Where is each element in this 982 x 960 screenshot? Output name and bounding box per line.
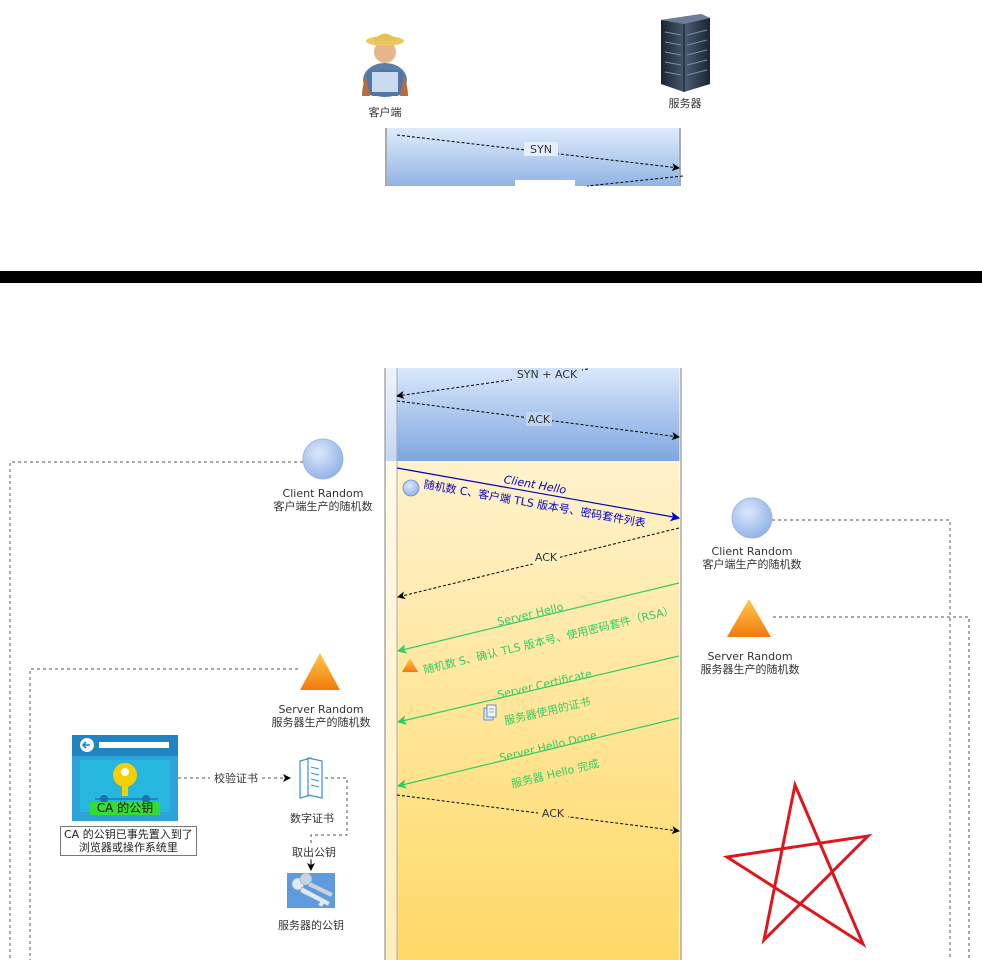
ack-label: ACK (527, 413, 551, 426)
digital-cert-icon (299, 757, 323, 799)
left-client-random-sub: 客户端生产的随机数 (273, 500, 373, 513)
ack-1-label: ACK (534, 551, 558, 564)
server-label: 服务器 (668, 97, 702, 110)
top-panel (362, 14, 710, 187)
section-divider (0, 271, 982, 283)
client-person-icon (362, 33, 408, 97)
server-pubkey-icon (287, 872, 335, 908)
verify-cert-label: 校验证书 (214, 772, 258, 785)
digital-cert-label: 数字证书 (290, 812, 334, 825)
right-server-random-sub: 服务器生产的随机数 (700, 663, 800, 676)
ca-note-line2: 浏览器或操作系统里 (78, 841, 178, 854)
right-client-random-sub: 客户端生产的随机数 (702, 558, 802, 571)
ack-2-label: ACK (541, 807, 565, 820)
ca-note: CA 的公钥已事先置入到了 浏览器或操作系统里 (60, 826, 197, 856)
server-rack-icon (661, 14, 710, 92)
right-server-random-title: Server Random (707, 650, 793, 663)
syn-label: SYN (530, 143, 552, 156)
take-pubkey-label: 取出公钥 (286, 846, 342, 859)
ca-note-line1: CA 的公钥已事先置入到了 (64, 828, 193, 841)
ca-key-label: CA 的公钥 (90, 802, 160, 815)
red-star (722, 779, 873, 948)
left-client-random-title: Client Random (282, 487, 364, 500)
right-client-random-title: Client Random (711, 545, 793, 558)
cert-doc-small-icon (483, 704, 497, 721)
left-server-random-title: Server Random (278, 703, 364, 716)
bottom-panel (9, 368, 970, 960)
left-server-random-sub: 服务器生产的随机数 (271, 716, 371, 729)
server-pubkey-label: 服务器的公钥 (278, 919, 344, 932)
syn-ack-label: SYN + ACK (516, 368, 578, 381)
client-label: 客户端 (368, 106, 402, 119)
